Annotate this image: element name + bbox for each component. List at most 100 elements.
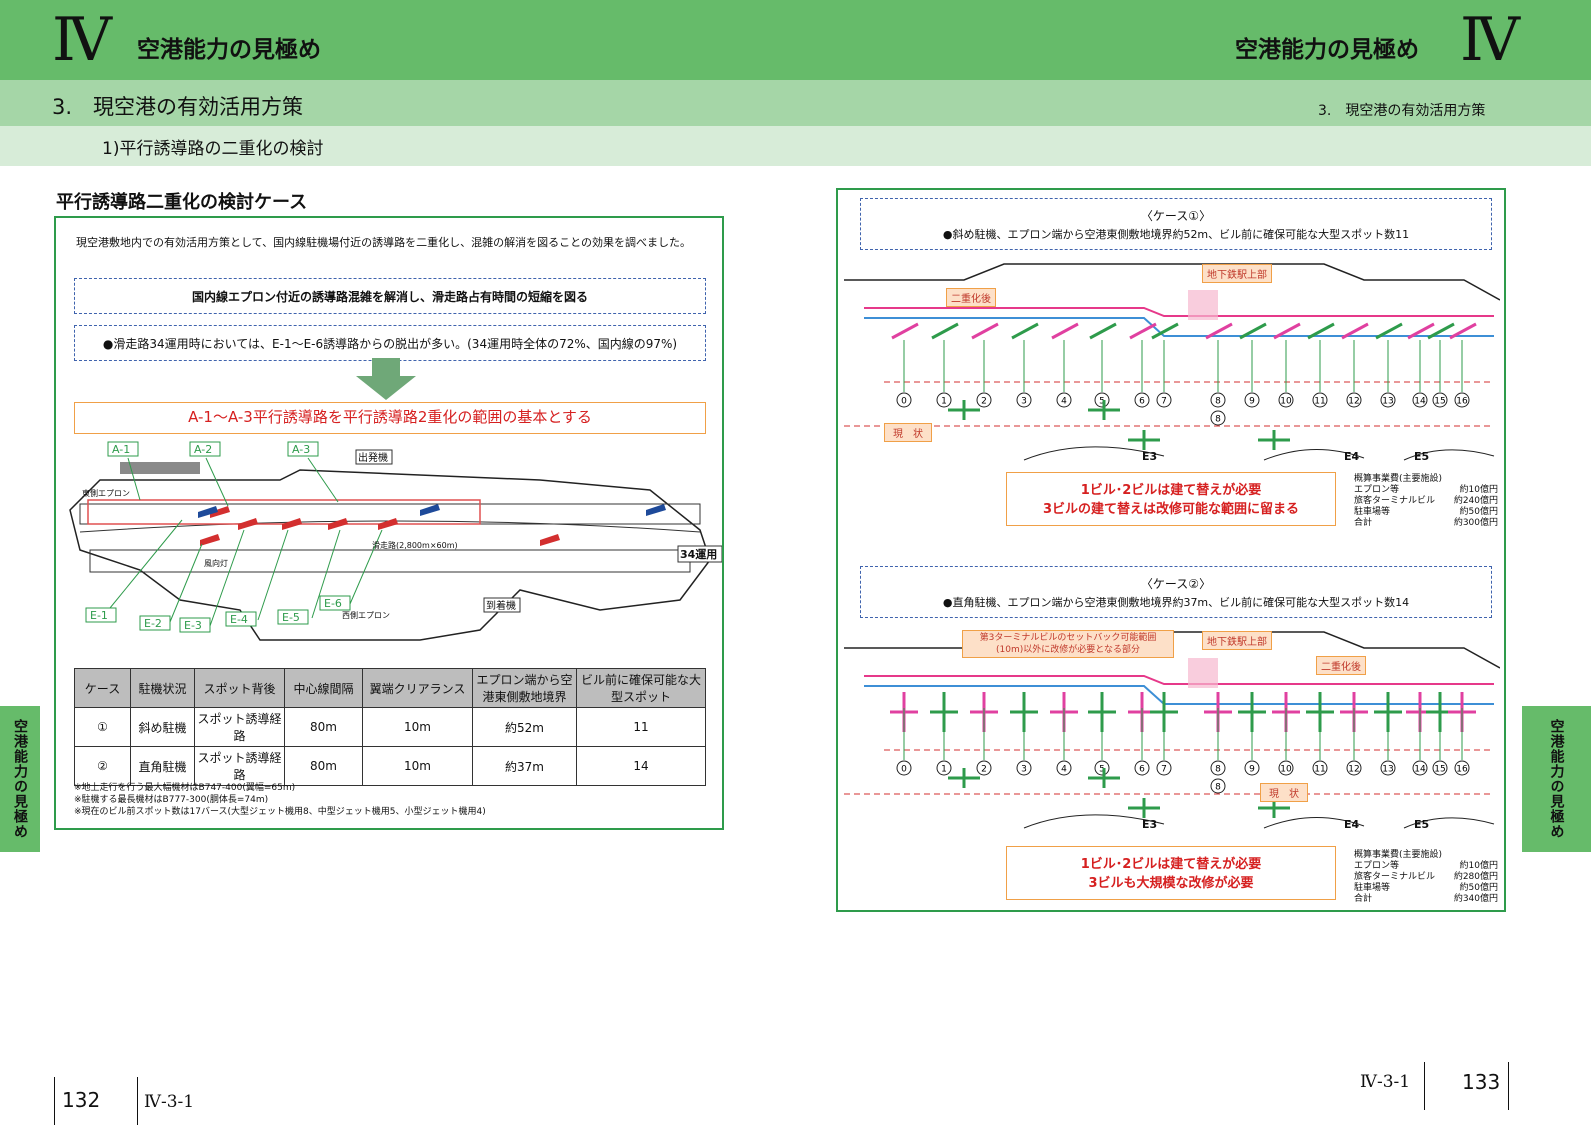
section-title-right: 3. 現空港の有効活用方策 [1318,103,1486,119]
spot-number: 13 [1382,765,1393,775]
cell: 80m [284,707,363,747]
aircraft-icon [1273,322,1301,340]
section-title: 3. 現空港の有効活用方策 [52,95,304,119]
spot-number: 8 [1215,765,1221,775]
note-line: ※地上走行を行う最大幅機材はB747-400(翼幅=65m) [74,783,296,793]
spot-marker [1056,392,1072,408]
case2-e5: E5 [1414,818,1430,831]
spot-number: 13 [1382,397,1393,407]
cost-row: 駐車場等約50億円 [1354,883,1498,893]
case2-box: 〈ケース②〉 ●直角駐機、エプロン端から空港東側敷地境界約37m、ビル前に確保可… [860,566,1492,618]
page-code-right: Ⅳ-3-1 [1360,1072,1411,1092]
spot-marker [1432,760,1448,776]
label-windsock: 風向灯 [204,558,228,568]
spot-number: 12 [1348,765,1359,775]
th-clearance: 翼端クリアランス [362,668,473,708]
table-row: ① 斜め駐機 スポット誘導経路 80m 10m 約52m 11 [74,707,706,747]
label-arrival: 到着機 [486,599,516,612]
terminal-block [120,462,200,474]
cell: ② [74,746,131,786]
case2-desc: ●直角駐機、エプロン端から空港東側敷地境界約37m、ビル前に確保可能な大型スポッ… [942,595,1410,609]
subway-area [1188,658,1218,688]
aircraft-icon [1051,322,1079,340]
case1-result: 1ビル･2ビルは建て替えが必要 3ビルの建て替えは改修可能な範囲に留まる [1006,472,1336,526]
cost-row: 旅客ターミナルビル約280億円 [1354,872,1498,882]
spot-number: 1 [941,765,947,775]
table-row: ② 直角駐機 スポット誘導経路 80m 10m 約37m 14 [74,746,706,786]
label-east-apron: 東側エプロン [82,488,130,498]
blue-taxiway-line [864,317,1494,337]
aircraft-icon [1129,322,1157,340]
spot-number: 1 [941,397,947,407]
spot-number: 15 [1434,765,1445,775]
aircraft-icon [1089,322,1117,340]
spot-marker [936,392,952,408]
spot-number: 9 [1249,765,1255,775]
spot-number: 16 [1456,397,1468,407]
cell: 14 [576,746,706,786]
th-case: ケース [74,668,131,708]
side-tab-left: 空港能力の見極め [0,706,40,852]
cell: 約37m [472,746,577,786]
subsection-title: 1)平行誘導路の二重化の検討 [102,139,324,159]
pink-taxiway-line [864,307,1494,317]
spot-marker [1056,760,1072,776]
cell: ① [74,707,131,747]
basis-box: A-1～A-3平行誘導路を平行誘導路2重化の範囲の基本とする [74,402,706,434]
spot-marker [896,760,912,776]
cost-row: エプロン等約10億円 [1354,861,1498,871]
spot-marker [1380,392,1396,408]
table-notes: ※地上走行を行う最大幅機材はB747-400(翼幅=65m) ※駐機する最長機材… [74,782,486,818]
case2-title: 〈ケース②〉 [1140,576,1212,591]
subsection-bar: 1)平行誘導路の二重化の検討 [0,126,1591,166]
spot-number: 12 [1348,397,1359,407]
side-tab-right: 空港能力の見極め [1522,706,1591,852]
spot-marker [976,392,992,408]
spot-marker [1016,392,1032,408]
result-line: 1ビル･2ビルは建て替えが必要 [1080,483,1262,498]
aircraft-icon [1341,322,1369,340]
spot-number: 2 [981,765,987,775]
spot-marker [1454,760,1470,776]
th-large-spots: ビル前に確保可能な大型スポット [576,668,706,708]
spot-marker [936,760,952,776]
case2-e4: E4 [1344,818,1360,831]
cost-row: 合計約340億円 [1354,894,1498,904]
spot-number: 7 [1161,397,1167,407]
pink-taxiway-line [864,675,1494,685]
aircraft-icon [1427,322,1455,340]
chapter-title-right: 空港能力の見極め [1235,37,1419,63]
aircraft-icon [1407,322,1435,340]
label-e4: E-4 [230,613,248,626]
case1-cost: 概算事業費(主要施設) エプロン等約10億円 旅客ターミナルビル約240億円 駐… [1354,474,1498,529]
page-number-left: 132 [62,1088,101,1112]
cost-title: 概算事業費(主要施設) [1354,474,1443,484]
cell: スポット誘導経路 [194,707,285,747]
spot-number: 14 [1414,765,1426,775]
th-boundary: エプロン端から空港東側敷地境界 [472,668,577,708]
label-west-apron: 西側エプロン [342,610,390,620]
spot-marker [1016,760,1032,776]
cell: 11 [576,707,706,747]
spot-marker [1412,760,1428,776]
label-e1: E-1 [90,609,108,622]
aircraft-icon [1375,322,1403,340]
spot-number: 9 [1249,397,1255,407]
label-e6: E-6 [324,597,342,610]
spot-marker [1134,392,1150,408]
th-centerline: 中心線間隔 [284,668,363,708]
label-a3: A-3 [292,443,310,456]
cost-row: エプロン等約10億円 [1354,485,1498,495]
spot-number: 7 [1161,765,1167,775]
left-panel: 現空港敷地内での有効活用方策として、国内線駐機場付近の誘導路を二重化し、混雑の解… [54,216,724,830]
case1-label-after: 二重化後 [946,288,996,307]
runway-edge [1023,814,1495,829]
label-departure: 出発機 [358,451,388,464]
aircraft-icon [1307,322,1335,340]
case2-cost: 概算事業費(主要施設) エプロン等約10億円 旅客ターミナルビル約280億円 駐… [1354,850,1498,905]
fact-box: ●滑走路34運用時においては、E-1～E-6誘導路からの脱出が多い。(34運用時… [74,325,706,361]
spot-marker [976,760,992,776]
spot-number: 14 [1414,397,1426,407]
